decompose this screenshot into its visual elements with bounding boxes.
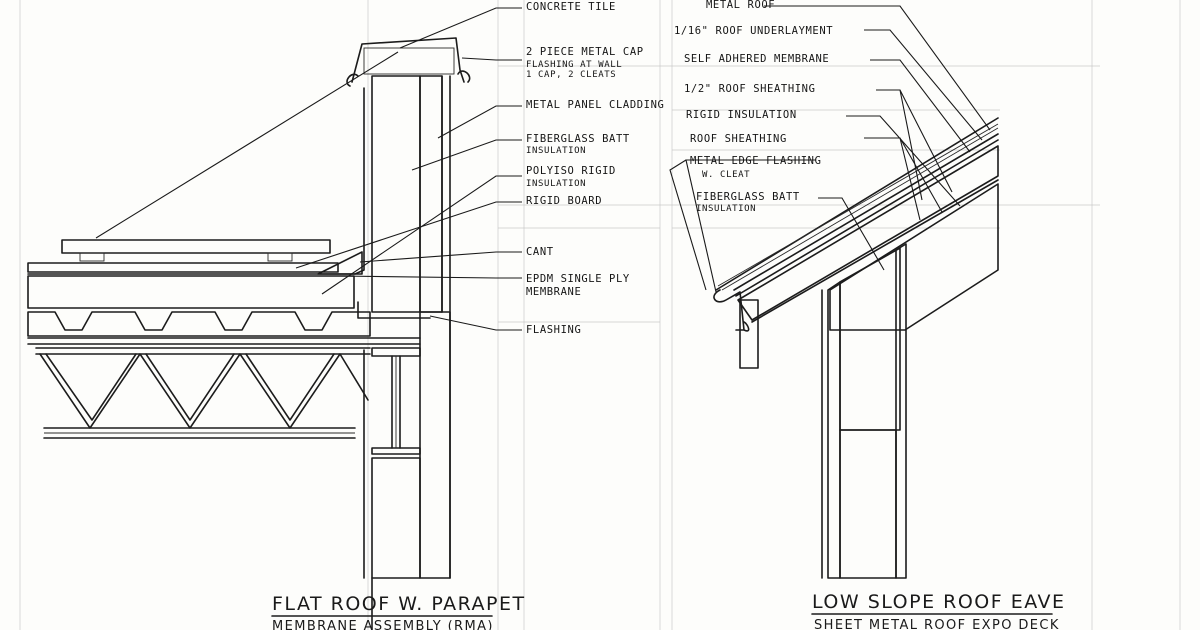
eave-rigid-insulation	[737, 145, 999, 321]
metal-cap	[351, 37, 465, 83]
label-edge-flashing-line2: W. CLEAT	[702, 170, 750, 180]
construction-guides	[19, 0, 1181, 630]
fascia	[739, 299, 759, 369]
metal-deck	[27, 311, 371, 337]
label-metal-cap-line3: 1 CAP, 2 CLEATS	[526, 70, 616, 80]
label-metal-cap-line1: 2 PIECE METAL CAP	[526, 46, 644, 58]
concrete-tile	[61, 239, 331, 254]
label-epdm-line1: EPDM SINGLE PLY	[526, 273, 630, 285]
eave-batt-insulation	[829, 183, 999, 331]
epdm-membrane	[27, 87, 365, 275]
label-cant: CANT	[526, 246, 554, 258]
label-rigid-insulation: RIGID INSULATION	[686, 109, 797, 121]
label-self-adhered-membrane: SELF ADHERED MEMBRANE	[684, 53, 829, 65]
steel-beam	[371, 347, 421, 455]
label-edge-flashing-line1: METAL EDGE FLASHING	[690, 155, 822, 167]
eave-labels: METAL ROOF 1/16" ROOF UNDERLAYMENT SELF …	[674, 0, 833, 214]
wall-batt-insulation	[371, 457, 421, 579]
label-flashing: FLASHING	[526, 324, 581, 336]
label-underlayment: 1/16" ROOF UNDERLAYMENT	[674, 25, 833, 37]
eave-subtitle: SHEET METAL ROOF EXPO DECK	[814, 618, 1060, 630]
base-flashing	[357, 301, 431, 319]
metal-panel-cladding	[419, 311, 451, 579]
steel-joist	[35, 347, 371, 439]
label-concrete-tile: CONCRETE TILE	[526, 1, 616, 13]
label-metal-panel-cladding: METAL PANEL CLADDING	[526, 99, 664, 111]
cant-strip	[317, 251, 363, 275]
label-roof-sheathing: ROOF SHEATHING	[690, 133, 787, 145]
eave-leaders	[669, 5, 991, 293]
parapet-labels: CONCRETE TILE 2 PIECE METAL CAP FLASHING…	[526, 1, 664, 336]
label-metal-roof: METAL ROOF	[706, 0, 775, 11]
label-eave-fiberglass-line2: INSULATION	[696, 204, 756, 214]
eave-title: LOW SLOPE ROOF EAVE	[812, 591, 1066, 613]
label-rigid-board: RIGID BOARD	[526, 195, 602, 207]
eave-wall-batt	[839, 429, 897, 579]
label-metal-cap-line2: FLASHING AT WALL	[526, 60, 622, 70]
metal-roof	[715, 117, 999, 291]
label-epdm-line2: MEMBRANE	[526, 286, 581, 298]
parapet-title: FLAT ROOF W. PARAPET	[272, 593, 526, 615]
detail-titles: FLAT ROOF W. PARAPET MEMBRANE ASSEMBLY (…	[271, 591, 1066, 630]
label-fiberglass-line1: FIBERGLASS BATT	[526, 133, 630, 145]
parapet-leaders	[95, 7, 522, 331]
label-eave-fiberglass-line1: FIBERGLASS BATT	[696, 191, 800, 203]
label-half-inch-sheathing: 1/2" ROOF SHEATHING	[684, 83, 816, 95]
label-polyiso-line2: INSULATION	[526, 179, 586, 189]
label-polyiso-line1: POLYISO RIGID	[526, 165, 616, 177]
parapet-detail	[27, 37, 471, 630]
metal-edge-flashing	[713, 289, 750, 332]
label-fiberglass-line2: INSULATION	[526, 146, 586, 156]
eave-detail	[713, 117, 999, 579]
parapet-subtitle: MEMBRANE ASSEMBLY (RMA)	[272, 619, 494, 630]
roof-sheathing	[735, 139, 999, 297]
rigid-board	[27, 262, 339, 273]
polyiso-insulation	[27, 275, 355, 309]
